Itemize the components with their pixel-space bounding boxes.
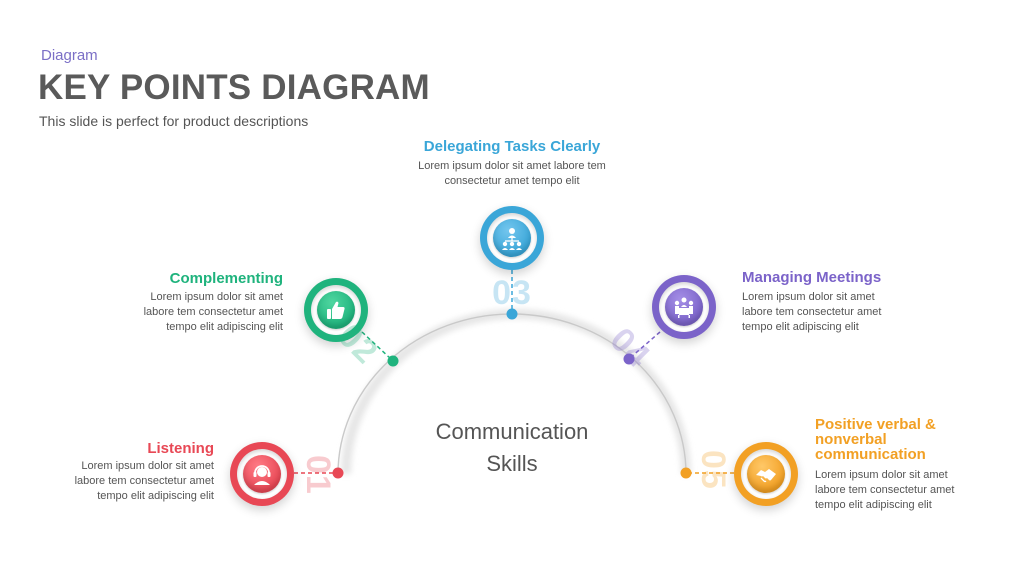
team-network-icon xyxy=(502,228,522,250)
node-03 xyxy=(480,206,544,270)
arc-dot-02 xyxy=(387,355,399,367)
eyebrow-label: Diagram xyxy=(41,47,98,64)
arc-dot-03 xyxy=(506,308,518,320)
center-label: Communication Skills xyxy=(412,416,612,480)
arc-dot-05 xyxy=(680,467,692,479)
point-body-01: Lorem ipsum dolor sit amet labore tem co… xyxy=(74,460,214,502)
node-05 xyxy=(734,442,798,506)
handshake-icon xyxy=(756,469,776,483)
thumbs-up-icon xyxy=(327,301,345,319)
page-subtitle: This slide is perfect for product descri… xyxy=(39,113,309,129)
point-number-05: 05 xyxy=(694,450,732,490)
point-body-02: Lorem ipsum dolor sit amet labore tem co… xyxy=(143,291,283,333)
headset-icon xyxy=(253,465,271,485)
arc-dot-01 xyxy=(332,467,344,479)
node-04 xyxy=(652,275,716,339)
point-body-04: Lorem ipsum dolor sit amet labore tem co… xyxy=(742,291,882,333)
center-label-line2: Skills xyxy=(486,451,538,476)
point-heading-04: Managing Meetings xyxy=(742,269,882,286)
point-body-05: Lorem ipsum dolor sit amet labore tem co… xyxy=(815,469,955,511)
point-number-03: 03 xyxy=(492,274,532,312)
point-heading-03: Delegating Tasks Clearly xyxy=(423,138,601,155)
arc-dot-04 xyxy=(623,353,635,365)
page-title: KEY POINTS DIAGRAM xyxy=(38,68,430,107)
node-01 xyxy=(230,442,294,506)
center-label-line1: Communication xyxy=(435,419,589,444)
meeting-icon xyxy=(674,297,694,318)
point-heading-05-text: Positive verbal & nonverbal communicatio… xyxy=(815,416,936,463)
point-heading-02: Complementing xyxy=(169,270,283,287)
point-heading-05: Positive verbal & nonverbal communicatio… xyxy=(815,417,975,462)
point-number-01: 01 xyxy=(299,455,337,495)
point-body-03: Lorem ipsum dolor sit amet labore tem co… xyxy=(418,160,606,187)
point-heading-01: Listening xyxy=(147,440,214,457)
node-02 xyxy=(304,278,368,342)
